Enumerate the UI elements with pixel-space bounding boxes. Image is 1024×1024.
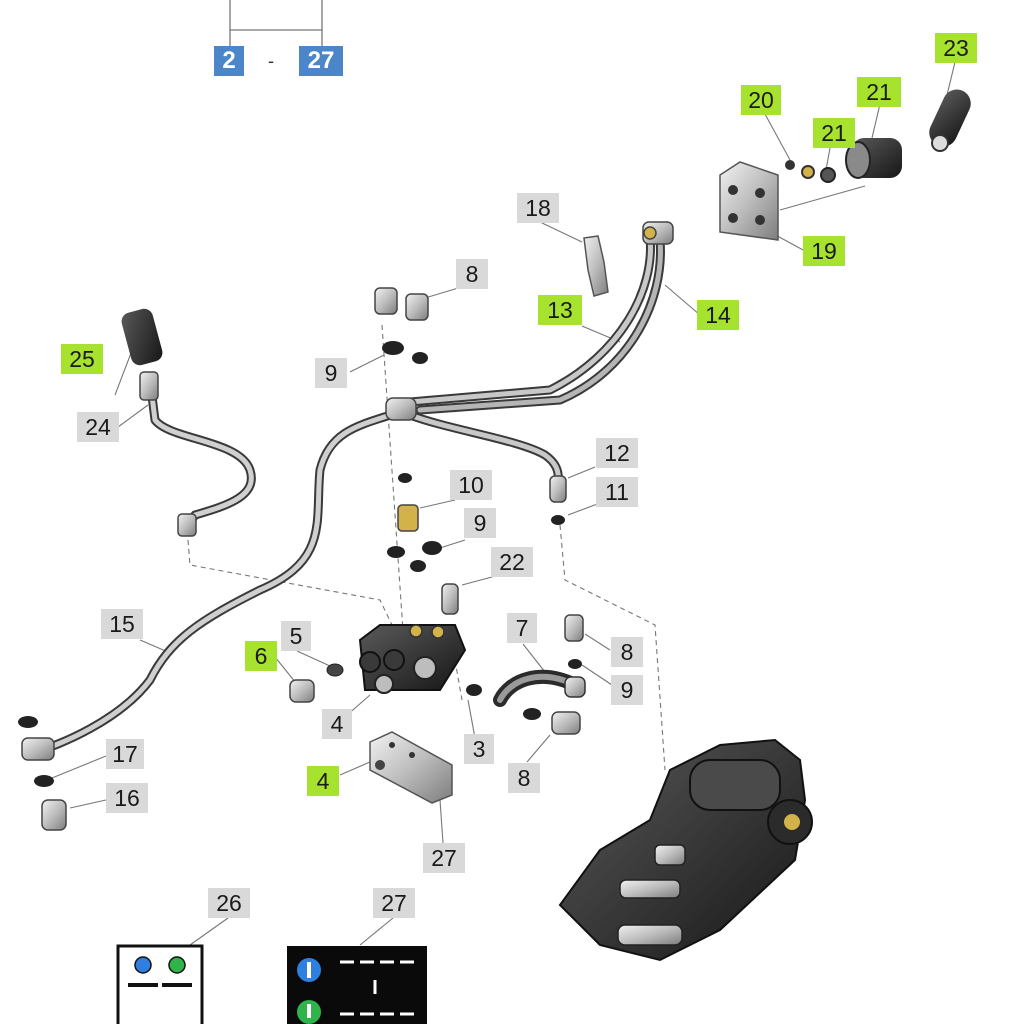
callout-8-mid: 8	[611, 637, 643, 667]
callout-9-mid: 9	[464, 508, 496, 538]
callout-26: 26	[208, 888, 250, 918]
callout-19: 19	[803, 236, 845, 266]
callout-27-mid: 27	[423, 843, 465, 873]
callout-25: 25	[61, 344, 103, 374]
fittings	[18, 221, 674, 831]
callout-9-low: 9	[611, 675, 643, 705]
callout-23: 23	[935, 33, 977, 63]
callout-4-lower: 4	[307, 766, 339, 796]
part-4-block	[369, 731, 453, 804]
callout-14: 14	[697, 300, 739, 330]
callout-7: 7	[507, 613, 537, 643]
callout-17: 17	[106, 739, 144, 769]
callout-18: 18	[517, 193, 559, 223]
callout-16: 16	[106, 783, 148, 813]
callout-21-bottom: 21	[813, 118, 855, 148]
callout-15: 15	[101, 609, 143, 639]
callout-21-top: 21	[857, 77, 901, 107]
callout-8-low: 8	[508, 763, 540, 793]
hydraulic-tubes	[30, 233, 665, 757]
range-end-label: 27	[299, 46, 343, 76]
decal-26	[116, 944, 204, 1024]
part-21-cylinder	[785, 138, 902, 183]
main-valve-body	[558, 738, 813, 962]
leader-lines	[51, 61, 956, 946]
decal-icon	[287, 946, 427, 1024]
callout-20: 20	[741, 85, 781, 115]
range-start-label: 2	[214, 46, 244, 76]
callout-6: 6	[245, 641, 277, 671]
callout-13: 13	[538, 295, 582, 325]
callout-12: 12	[596, 438, 638, 468]
callout-27-bottom: 27	[373, 888, 415, 918]
range-bracket	[229, 0, 323, 46]
callout-3: 3	[464, 734, 494, 764]
callout-4-upper: 4	[322, 709, 352, 739]
part-23-link	[929, 89, 971, 152]
part-19-flange	[719, 161, 779, 241]
callout-22: 22	[491, 547, 533, 577]
callout-8-top: 8	[456, 259, 488, 289]
part-18-bracket	[583, 235, 609, 297]
control-valve-assembly-icon	[358, 624, 467, 694]
callout-24: 24	[77, 412, 119, 442]
callout-9-top: 9	[315, 358, 347, 388]
range-separator: -	[268, 51, 274, 71]
callout-10: 10	[450, 470, 492, 500]
callout-11: 11	[596, 477, 638, 507]
callout-5: 5	[281, 621, 311, 651]
